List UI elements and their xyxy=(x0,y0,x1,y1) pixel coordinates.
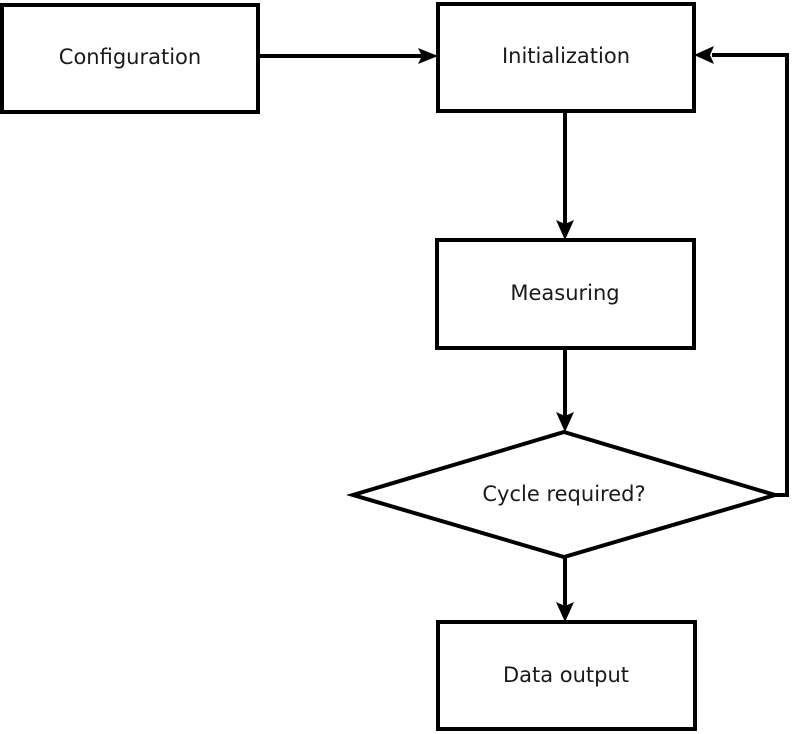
edge-line xyxy=(712,53,789,497)
node-configuration-label: Configuration xyxy=(59,45,201,69)
node-data-output-rect[interactable] xyxy=(436,620,697,731)
arrow-head-down-icon xyxy=(556,220,574,240)
node-configuration-rect[interactable] xyxy=(0,3,260,114)
edge-measuring-to-cycle-required xyxy=(556,348,574,432)
edge-configuration-to-initialization xyxy=(258,48,438,64)
edge-cycle-required-to-initialization-feedback xyxy=(694,46,789,497)
node-cycle-required-label: Cycle required? xyxy=(482,482,645,506)
edge-cycle-required-to-data-output xyxy=(556,557,574,622)
node-data-output-label: Data output xyxy=(503,663,629,687)
node-initialization-label: Initialization xyxy=(502,44,630,68)
arrow-head-down-icon xyxy=(556,412,574,432)
node-cycle-required-diamond[interactable] xyxy=(345,429,783,560)
node-configuration[interactable]: Configuration xyxy=(0,3,260,114)
arrow-head-left-icon xyxy=(694,46,714,64)
node-measuring-rect[interactable] xyxy=(435,238,696,350)
node-measuring-label: Measuring xyxy=(510,281,619,305)
node-data-output[interactable]: Data output xyxy=(436,620,697,731)
arrow-head-down-icon xyxy=(556,602,574,622)
edge-initialization-to-measuring xyxy=(556,111,574,240)
node-cycle-required[interactable]: Cycle required? xyxy=(345,429,783,560)
node-initialization[interactable]: Initialization xyxy=(436,2,696,113)
arrow-head-right-icon xyxy=(418,48,438,64)
node-initialization-rect[interactable] xyxy=(436,2,696,113)
node-measuring[interactable]: Measuring xyxy=(435,238,696,350)
